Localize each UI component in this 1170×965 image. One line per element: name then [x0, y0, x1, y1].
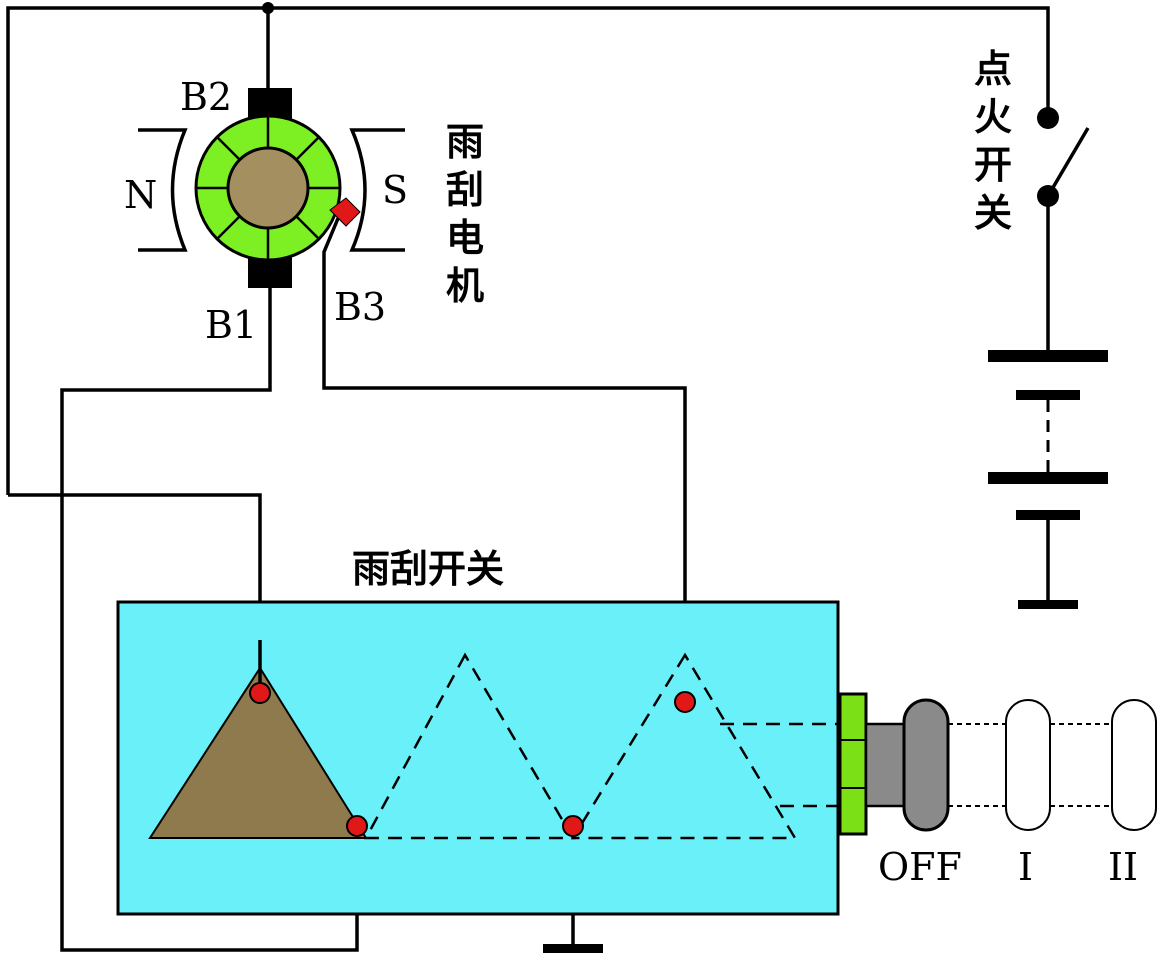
label-pos-1: I — [1018, 845, 1033, 889]
contact-point — [346, 815, 368, 837]
knob-flange — [838, 692, 868, 836]
wire-b1 — [60, 285, 359, 952]
label-pos-off: OFF — [878, 845, 962, 889]
switch-ground-bar — [543, 944, 603, 953]
label-ignition-char: 关 — [974, 191, 1012, 235]
contact-plate-active — [148, 666, 368, 839]
ignition-terminal-top — [1037, 107, 1059, 129]
contact-points — [249, 682, 696, 837]
battery-plate-long-2 — [988, 472, 1108, 484]
knob-position-off[interactable] — [902, 698, 950, 832]
magnet-s — [349, 128, 405, 252]
knob-position-1[interactable] — [1005, 699, 1051, 831]
battery-plate-short-1 — [1016, 390, 1080, 400]
contact-plate-dashed-2 — [570, 652, 798, 840]
armature-segments — [196, 116, 340, 260]
label-ignition-char: 点 — [974, 47, 1012, 91]
label-wiper-switch: 雨刮开关 — [352, 547, 504, 591]
magnet-n — [138, 128, 188, 252]
label-motor-char: 刮 — [446, 168, 484, 212]
switch-knob[interactable] — [838, 692, 1157, 836]
ignition-blade — [1046, 127, 1090, 197]
battery-ground-bar — [1018, 600, 1078, 609]
label-ignition-char: 开 — [974, 143, 1012, 187]
label-b3: B3 — [334, 285, 386, 329]
label-motor-char: 机 — [446, 264, 484, 308]
label-pos-2: II — [1108, 845, 1138, 889]
wire-top-bus — [6, 6, 1050, 495]
label-motor-char: 雨 — [446, 120, 484, 164]
contact-plate-dashed-1 — [363, 652, 576, 840]
label-b1: B1 — [205, 303, 257, 347]
brush-b3 — [329, 197, 361, 227]
armature-core — [226, 146, 310, 230]
label-s: S — [382, 168, 408, 212]
contact-point — [249, 682, 271, 704]
labels: B2 B1 B3 N S 雨 刮 电 机 点 火 开 关 雨刮开关 OFF I … — [124, 47, 1138, 889]
junction-dot — [262, 2, 274, 14]
battery-plate-long-1 — [988, 350, 1108, 362]
label-n: N — [124, 173, 157, 217]
battery — [988, 350, 1108, 609]
label-b2: B2 — [180, 75, 232, 119]
battery-plate-short-2 — [1016, 510, 1080, 520]
label-ignition-char: 火 — [974, 95, 1012, 139]
wiper-motor — [138, 88, 405, 288]
knob-position-2[interactable] — [1111, 699, 1157, 831]
wiper-switch — [116, 600, 840, 953]
ignition-switch — [1037, 107, 1090, 207]
contact-point — [562, 815, 584, 837]
wire-b3 — [322, 215, 687, 702]
contact-point — [674, 691, 696, 713]
label-motor-char: 电 — [446, 216, 484, 260]
